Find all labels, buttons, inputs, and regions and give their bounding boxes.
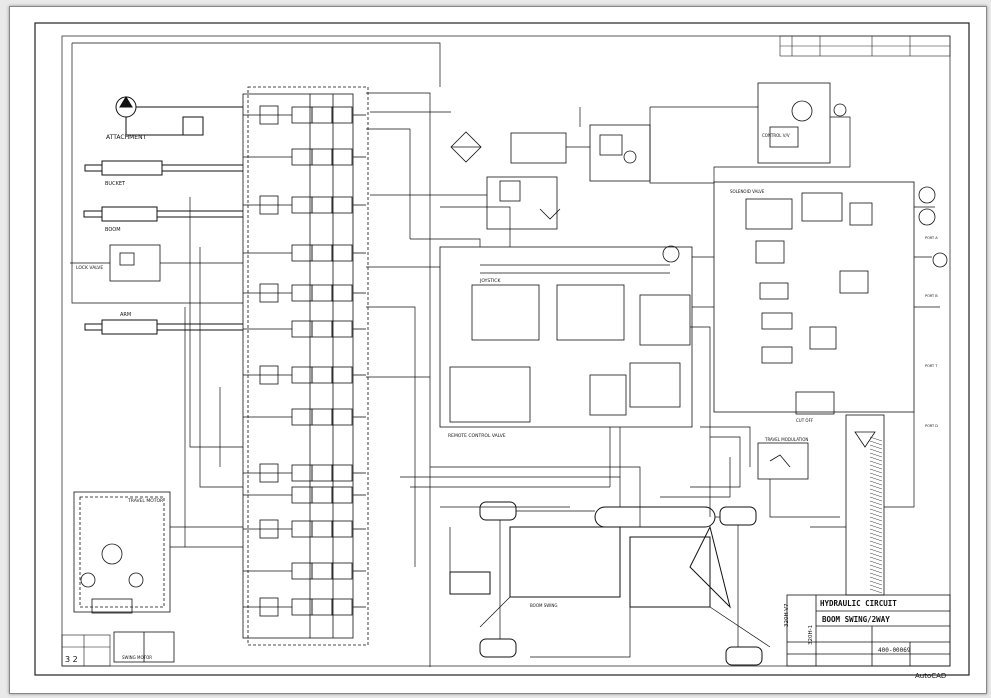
boom-cylinder	[83, 206, 243, 222]
boom-label: BOOM	[105, 227, 121, 233]
valve-spools	[243, 105, 366, 617]
drawing-title: HYDRAULIC CIRCUIT	[820, 599, 897, 608]
control-valve-label: CONTROL V/V	[762, 133, 790, 138]
valve-spool	[243, 365, 366, 385]
hydraulic-line	[366, 128, 411, 239]
hydraulic-line	[649, 107, 714, 184]
travel-motor-group	[73, 491, 243, 614]
remote-control-label: REMOTE CONTROL VALVE	[448, 433, 506, 439]
title-block	[786, 594, 951, 667]
valve-spool	[243, 195, 366, 215]
hydraulic-schematic: ATTACHMENT BUCKET BOOM LOCK V	[34, 22, 970, 680]
attachment-label: ATTACHMENT	[106, 134, 147, 141]
hydraulic-line	[430, 466, 641, 527]
drawing-subtitle: BOOM SWING/2WAY	[822, 615, 890, 624]
valve-spool	[243, 408, 366, 426]
solenoid-valve-block	[662, 181, 948, 415]
hydraulic-line	[709, 606, 771, 648]
hydraulic-line	[769, 479, 840, 518]
cut-off-label: CUT OFF	[796, 418, 814, 423]
valve-spool	[243, 463, 366, 483]
valve-spool	[243, 105, 366, 125]
swing-motor-block	[113, 631, 175, 663]
page-marker-box	[61, 634, 111, 667]
hydraulic-line	[713, 116, 851, 182]
hatch-pattern	[869, 436, 883, 594]
model-b: 320H-1	[808, 625, 814, 645]
hydraulic-line	[189, 197, 243, 448]
valve-spool	[243, 597, 366, 617]
valve-spool	[243, 486, 366, 504]
hydraulic-line	[366, 92, 431, 667]
hydraulic-line	[690, 326, 711, 517]
hydraulic-line	[199, 247, 243, 488]
travel-modulation	[757, 442, 809, 480]
remote-control-valves	[439, 246, 693, 428]
valve-spool	[243, 148, 366, 166]
hydraulic-line	[690, 436, 741, 488]
arm-cylinder	[84, 319, 243, 335]
port-label: PORT A	[925, 236, 938, 240]
valve-spool	[243, 244, 366, 262]
hydraulic-line	[700, 426, 751, 467]
undercarriage-assembly	[449, 501, 763, 666]
solenoid-cluster-top	[589, 124, 651, 182]
hydraulic-line	[660, 457, 731, 498]
hydraulic-line	[530, 607, 631, 658]
hydraulic-line	[884, 412, 915, 508]
hydraulic-line	[479, 596, 511, 628]
port-label: PORT D	[925, 424, 938, 428]
pump-group	[650, 82, 847, 164]
travel-motor-label: TRAVEL MOTOR	[127, 498, 163, 504]
lock-valve	[70, 244, 243, 282]
joystick-label: JOYSTICK	[479, 278, 501, 284]
outer-frame	[34, 22, 970, 676]
port-label: PORT T	[925, 364, 938, 368]
hydraulic-line	[71, 43, 243, 304]
inner-frame	[61, 35, 951, 667]
port-label: PORT B	[925, 294, 938, 298]
software-label: AutoCAD	[915, 672, 946, 680]
drawing-number: 400-00069	[878, 647, 911, 654]
hydraulic-lines	[71, 42, 940, 667]
travel-modulation-label: TRAVEL MODULATION	[764, 437, 808, 442]
valve-spool	[243, 519, 366, 539]
attachment-motor	[115, 96, 243, 136]
hydraulic-line	[366, 306, 416, 567]
valve-spool	[243, 283, 366, 303]
drawing-sheet: ATTACHMENT BUCKET BOOM LOCK V	[9, 6, 987, 694]
right-ports: PORT A PORT B PORT T PORT D	[925, 236, 938, 428]
revision-block	[779, 35, 951, 57]
boom-swing-label: BOOM SWING	[530, 603, 557, 608]
page-marker: 3 2	[65, 655, 78, 664]
hydraulic-line	[440, 206, 511, 247]
lock-valve-label: LOCK VALVE	[76, 265, 103, 271]
bucket-cylinder	[84, 160, 243, 176]
hydraulic-line	[72, 42, 441, 87]
filter-reservoir-area	[370, 111, 567, 230]
valve-spool	[243, 562, 366, 580]
hydraulic-line	[410, 238, 481, 247]
model-a: 320H-V7	[784, 603, 790, 627]
bucket-label: BUCKET	[105, 181, 126, 187]
swing-motor-label: SWING MOTOR	[122, 655, 152, 660]
main-control-valve-bank	[242, 86, 369, 646]
solenoid-valve-label: SOLENOID VALVE	[730, 189, 765, 194]
arm-label: ARM	[120, 312, 131, 318]
valve-spool	[243, 320, 366, 338]
